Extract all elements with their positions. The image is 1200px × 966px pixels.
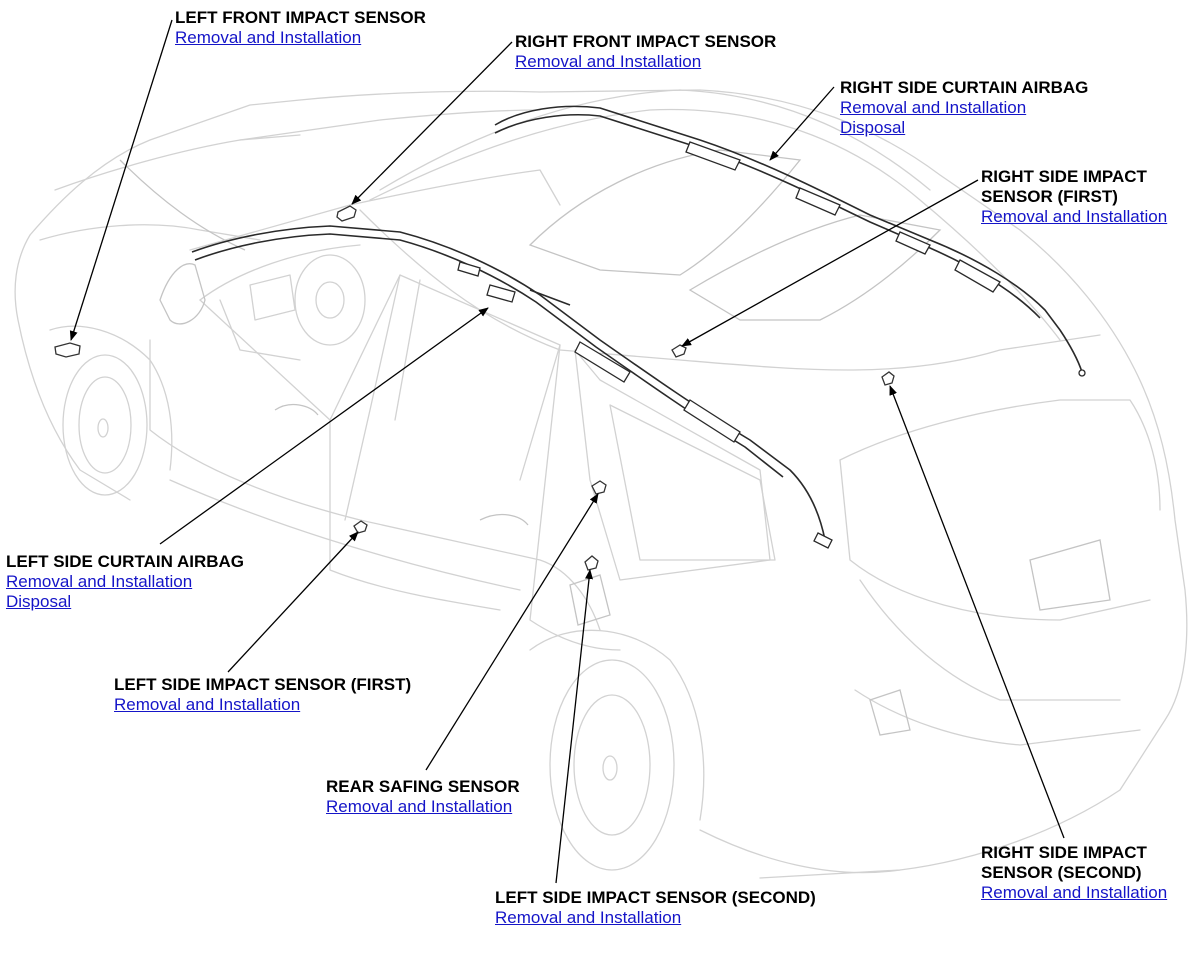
removal-installation-link[interactable]: Removal and Installation (495, 908, 682, 927)
sensor-glyphs (54, 205, 895, 571)
disposal-link[interactable]: Disposal (6, 592, 72, 611)
callout-title: LEFT SIDE IMPACT SENSOR (SECOND) (495, 888, 816, 907)
leader-rear-safing (425, 493, 599, 771)
callout-right-side-curtain-airbag: RIGHT SIDE CURTAIN AIRBAG Removal and In… (840, 78, 1088, 138)
leader-right-side-impact-second (889, 385, 1065, 839)
removal-installation-link[interactable]: Removal and Installation (326, 797, 513, 816)
callout-title: LEFT SIDE CURTAIN AIRBAG (6, 552, 244, 571)
callout-left-side-impact-sensor-first: LEFT SIDE IMPACT SENSOR (FIRST) Removal … (114, 675, 411, 715)
removal-installation-link[interactable]: Removal and Installation (981, 883, 1168, 902)
removal-installation-link[interactable]: Removal and Installation (175, 28, 362, 47)
callout-left-front-impact-sensor: LEFT FRONT IMPACT SENSOR Removal and Ins… (175, 8, 426, 48)
removal-installation-link[interactable]: Removal and Installation (114, 695, 301, 714)
disposal-link[interactable]: Disposal (840, 118, 906, 137)
left-side-curtain-airbag-graphic (191, 225, 833, 549)
callout-title: REAR SAFING SENSOR (326, 777, 520, 796)
callout-right-side-impact-sensor-second: RIGHT SIDE IMPACT SENSOR (SECOND) Remova… (981, 843, 1167, 903)
left-front-impact-sensor-glyph (54, 342, 81, 358)
callout-title-line-2: SENSOR (SECOND) (981, 863, 1142, 882)
leader-lines (69, 19, 1065, 884)
right-side-impact-sensor-first-glyph (671, 344, 687, 358)
right-front-impact-sensor-glyph (336, 205, 357, 222)
rear-safing-sensor-glyph (591, 480, 607, 495)
right-side-impact-sensor-second-glyph (881, 371, 895, 386)
leader-right-side-curtain (769, 86, 835, 161)
removal-installation-link[interactable]: Removal and Installation (6, 572, 193, 591)
callout-left-side-impact-sensor-second: LEFT SIDE IMPACT SENSOR (SECOND) Removal… (495, 888, 816, 928)
leader-left-side-impact-first (227, 531, 359, 673)
callout-left-side-curtain-airbag: LEFT SIDE CURTAIN AIRBAG Removal and Ins… (6, 552, 244, 612)
callout-title-line-1: RIGHT SIDE IMPACT (981, 843, 1147, 862)
callout-right-side-impact-sensor-first: RIGHT SIDE IMPACT SENSOR (FIRST) Removal… (981, 167, 1167, 227)
callout-title-line-1: RIGHT SIDE IMPACT (981, 167, 1147, 186)
leader-left-side-curtain (159, 307, 489, 545)
left-side-impact-sensor-first-glyph (353, 520, 368, 534)
removal-installation-link[interactable]: Removal and Installation (515, 52, 702, 71)
car-body (14, 89, 1188, 879)
callout-title: RIGHT FRONT IMPACT SENSOR (515, 32, 777, 51)
callout-title: LEFT SIDE IMPACT SENSOR (FIRST) (114, 675, 412, 694)
removal-installation-link[interactable]: Removal and Installation (840, 98, 1027, 117)
removal-installation-link[interactable]: Removal and Installation (981, 207, 1168, 226)
leader-left-side-impact-second (555, 569, 594, 884)
right-side-curtain-airbag-graphic (494, 105, 1086, 377)
callout-rear-safing-sensor: REAR SAFING SENSOR Removal and Installat… (326, 777, 520, 817)
leader-right-front-impact (351, 41, 513, 205)
left-side-impact-sensor-second-glyph (584, 555, 599, 571)
callout-right-front-impact-sensor: RIGHT FRONT IMPACT SENSOR Removal and In… (515, 32, 776, 72)
callout-title: LEFT FRONT IMPACT SENSOR (175, 8, 426, 27)
leader-left-front-impact (69, 19, 173, 341)
callout-title: RIGHT SIDE CURTAIN AIRBAG (840, 78, 1089, 97)
leader-right-side-impact-first (681, 179, 979, 347)
callout-title-line-2: SENSOR (FIRST) (981, 187, 1118, 206)
